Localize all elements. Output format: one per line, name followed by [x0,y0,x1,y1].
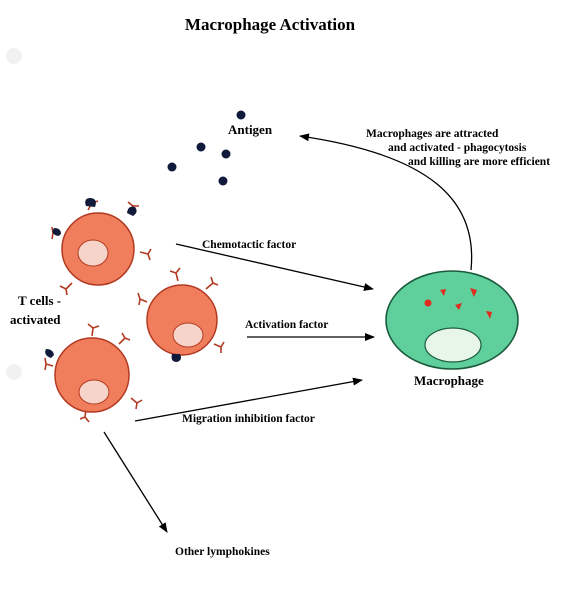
antigen-label: Antigen [228,122,273,137]
antigen-dot [221,149,231,159]
granule [470,288,477,297]
t-cell-3 [44,323,143,423]
chemotactic-label: Chemotactic factor [202,239,296,251]
granule [455,303,462,310]
chemotactic-arrow [175,243,374,291]
receptor-spikes [44,323,143,423]
t-cell-nucleus [77,239,109,267]
other-lymphokines-label: Other lymphokines [175,546,270,558]
t-cell-2 [137,267,225,362]
antigen-dot [218,176,228,186]
t-cell-nucleus [78,379,110,405]
granule [440,289,446,296]
macrophage-body [385,270,519,370]
t-cell-1 [51,198,152,296]
bound-antigen [171,354,181,362]
bound-antigen [52,198,137,236]
diagram-title: Macrophage Activation [185,15,356,34]
other-lymphokines-arrow [103,431,168,533]
t-cells-label-line-1: T cells - [18,293,61,308]
macrophage-response-line-3: and killing are more efficient [408,156,550,168]
migration-label: Migration inhibition factor [182,413,315,425]
antigen-dot [196,142,206,152]
ingested-granules [424,288,492,319]
t-cells-label-line-2: activated [10,312,61,327]
antigen-dot [236,110,246,120]
antigen-dot [167,162,177,172]
migration-arrow [134,377,363,422]
antigen-particles [167,110,246,186]
macrophage-response-line-1: Macrophages are attracted [366,128,499,140]
activation-label: Activation factor [245,319,328,331]
macrophage-nucleus [424,327,482,363]
receptor-spikes [137,267,225,353]
granule [486,311,492,319]
macrophage-label: Macrophage [414,373,484,388]
feedback-arrow [299,133,473,271]
macrophage-cell [385,270,519,370]
granule [424,299,432,307]
bound-antigen [45,349,54,358]
binder-hole-top [6,48,22,64]
macrophage-response-line-2: and activated - phagocytosis [388,142,527,154]
t-cell-body [54,337,130,413]
t-cell-nucleus [172,322,204,348]
binder-hole-bottom [6,364,22,380]
